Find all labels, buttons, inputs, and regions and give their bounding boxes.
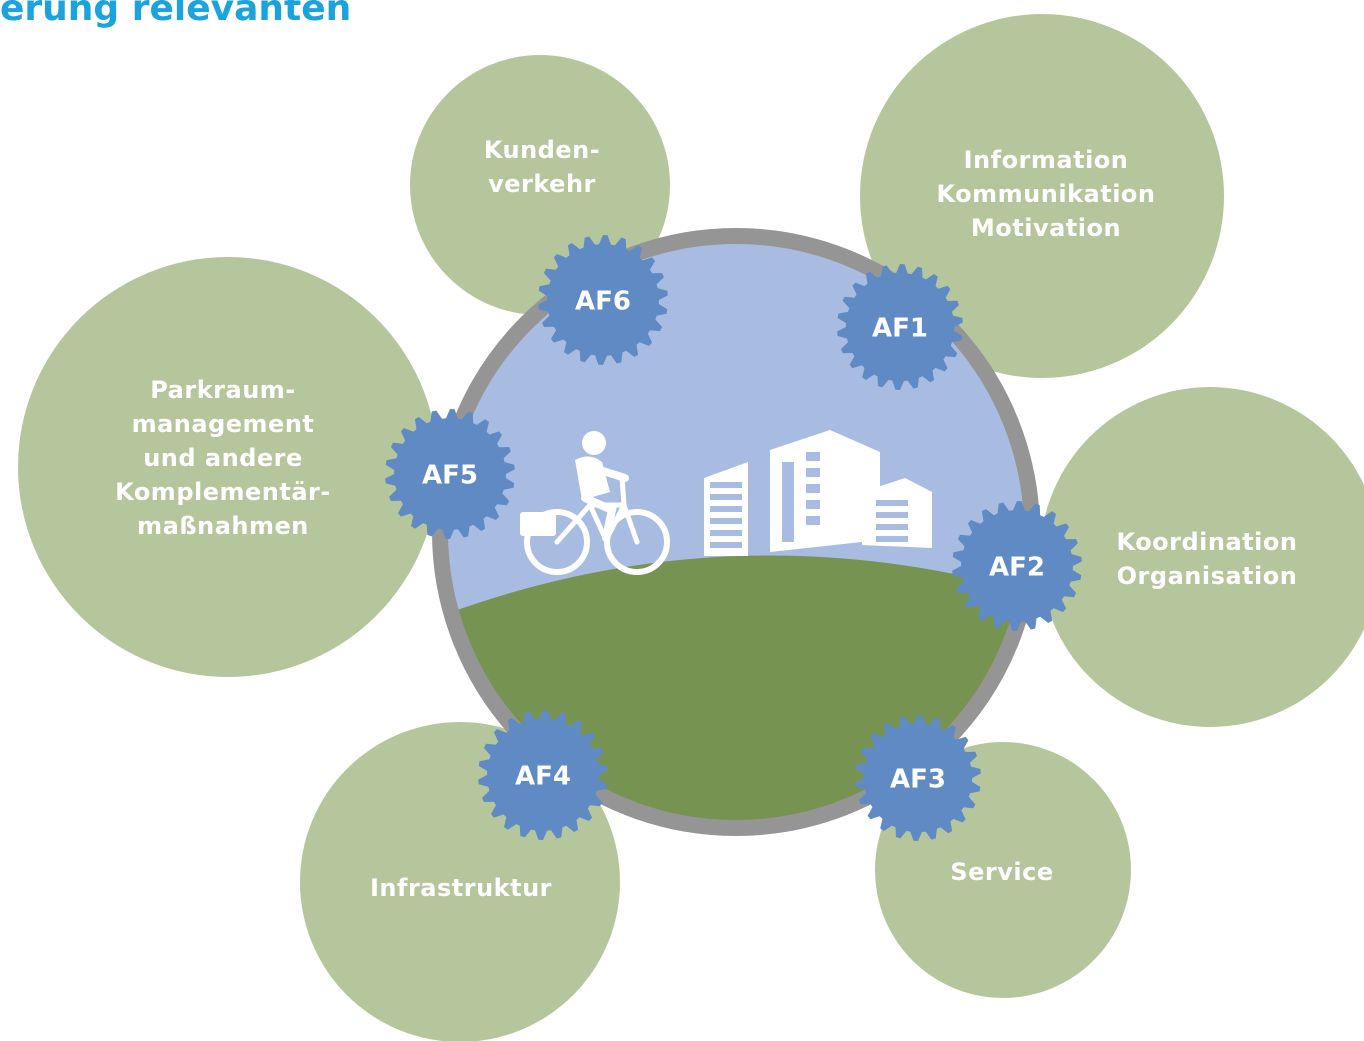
bubble-label-line: Information [964, 146, 1129, 174]
bubble-label-line: und andere [143, 444, 303, 472]
page-title: erung relevanten [0, 0, 352, 29]
gear-body [962, 511, 1072, 621]
cyclist-icon [520, 431, 670, 575]
gear-label: AF4 [515, 762, 571, 792]
bubble-label-line: maßnahmen [137, 512, 309, 540]
gear-label: AF3 [890, 765, 946, 795]
bubble-circle-af5 [18, 257, 438, 677]
buildings-icon [704, 430, 932, 556]
gear-label: AF6 [575, 287, 631, 317]
bubble-label-line: Organisation [1117, 562, 1298, 590]
gear-af3: AF3 [855, 715, 981, 841]
gear-body [395, 419, 505, 529]
bubble-label-line: Service [950, 858, 1053, 886]
gear-af6: AF6 [538, 235, 668, 365]
gear-body [488, 720, 598, 830]
gear-label: AF1 [872, 314, 928, 344]
gear-af1: AF1 [837, 264, 963, 390]
gear-body [548, 245, 658, 355]
bubble-label-line: verkehr [488, 170, 596, 198]
bubble-label-line: Koordination [1117, 528, 1298, 556]
bubble-label-line: Infrastruktur [370, 874, 552, 902]
bubble-label-line: management [132, 410, 315, 438]
bubble-circle-af2 [1040, 387, 1364, 727]
bubble-circle-af1 [860, 14, 1224, 378]
bubble-label-line: Kunden- [484, 136, 600, 164]
bubble-label-line: Motivation [971, 214, 1121, 242]
gear-body [865, 725, 971, 831]
gear-af4: AF4 [478, 710, 608, 840]
gear-body [847, 274, 953, 380]
gear-label: AF5 [422, 461, 478, 491]
bubble-label-line: Kommunikation [936, 180, 1155, 208]
bubble-label-line: Komplementär- [115, 478, 331, 506]
gear-af2: AF2 [952, 501, 1082, 631]
bubble-af5: Parkraum-management und andereKomplementä… [18, 257, 438, 677]
gear-label: AF2 [989, 553, 1045, 583]
gear-af5: AF5 [385, 409, 515, 539]
bubble-label-line: Parkraum- [150, 376, 296, 404]
